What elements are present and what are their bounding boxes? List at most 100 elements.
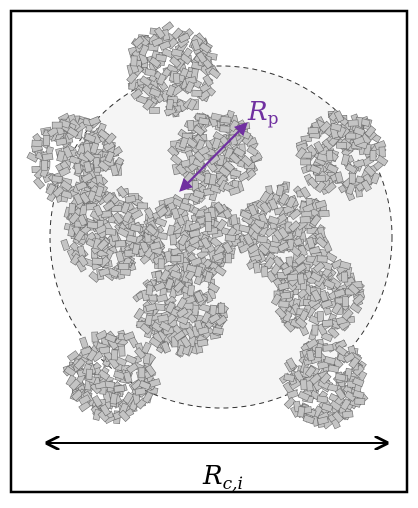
primary-particle	[58, 166, 71, 178]
primary-particle	[352, 136, 366, 146]
primary-particle	[347, 119, 359, 127]
primary-particle	[212, 251, 225, 263]
primary-particle	[200, 236, 212, 250]
primary-particle	[114, 239, 127, 248]
primary-particle	[112, 211, 125, 225]
primary-particle	[141, 341, 152, 355]
primary-particle	[208, 67, 221, 80]
primary-particle	[60, 190, 73, 200]
primary-particle	[142, 391, 154, 404]
primary-particle	[86, 349, 98, 362]
primary-particle	[170, 207, 181, 220]
primary-particle	[348, 356, 361, 369]
primary-particle	[145, 223, 158, 236]
primary-particle	[165, 98, 175, 111]
aggregate-11	[278, 338, 369, 430]
primary-particle	[73, 162, 83, 175]
primary-particle	[177, 32, 191, 44]
primary-particle	[334, 171, 344, 184]
primary-particle	[51, 121, 63, 129]
primary-particle	[155, 53, 167, 63]
primary-particle	[165, 301, 176, 314]
primary-particle	[353, 126, 366, 137]
primary-particle	[202, 74, 214, 87]
primary-particle	[278, 300, 290, 309]
primary-particle	[122, 331, 136, 342]
primary-particle	[354, 397, 366, 405]
primary-particle	[111, 349, 119, 361]
primary-particle	[73, 357, 86, 371]
primary-particle	[309, 164, 322, 175]
primary-particle	[336, 141, 348, 149]
primary-particle	[177, 233, 189, 247]
primary-particle	[302, 414, 315, 425]
primary-particle	[66, 350, 80, 362]
primary-particle	[88, 270, 101, 283]
primary-particle	[342, 410, 354, 419]
primary-particle	[315, 347, 322, 358]
primary-particle	[113, 384, 125, 393]
primary-particle	[309, 214, 322, 227]
primary-particle	[170, 255, 182, 263]
primary-particle	[42, 153, 54, 161]
primary-particle	[94, 185, 105, 198]
primary-particle	[323, 356, 336, 366]
primary-particle	[145, 303, 158, 313]
primary-particle	[31, 139, 43, 148]
primary-particle	[130, 55, 138, 67]
primary-particle	[330, 122, 343, 132]
primary-particle	[118, 263, 130, 270]
primary-particle	[249, 222, 263, 235]
primary-particle	[296, 273, 305, 285]
primary-particle	[26, 151, 39, 163]
primary-particle	[160, 341, 172, 354]
primary-particle	[238, 224, 251, 234]
primary-particle	[327, 326, 340, 339]
primary-particle	[173, 72, 181, 84]
primary-particle	[118, 409, 131, 423]
primary-particle	[159, 321, 172, 332]
primary-particle	[43, 135, 50, 146]
primary-particle	[326, 150, 334, 162]
primary-particle	[99, 403, 111, 417]
aggregate-10	[62, 329, 161, 425]
primary-particle	[89, 142, 100, 155]
primary-particle	[277, 226, 290, 240]
primary-particle	[102, 140, 116, 152]
primary-particle	[102, 191, 115, 204]
primary-particle	[80, 346, 93, 356]
primary-particle	[219, 125, 231, 133]
primary-particle	[134, 387, 147, 396]
primary-particle	[133, 307, 145, 321]
primary-particle	[307, 126, 319, 135]
primary-particle	[215, 218, 228, 232]
primary-particle	[171, 48, 183, 58]
primary-particle	[144, 364, 157, 377]
primary-particle	[167, 145, 180, 158]
primary-particle	[256, 235, 268, 244]
primary-particle	[68, 378, 82, 391]
primary-particle	[60, 238, 71, 251]
primary-particle	[129, 223, 142, 233]
primary-particle	[246, 145, 259, 157]
primary-particle	[138, 367, 146, 379]
primary-particle	[171, 27, 184, 40]
primary-particle	[194, 265, 203, 278]
primary-particle	[91, 257, 103, 265]
primary-particle	[333, 110, 345, 123]
particle-radius-label: Rp	[247, 97, 279, 129]
primary-particle	[306, 236, 316, 249]
primary-particle	[191, 304, 200, 316]
primary-particle	[71, 389, 84, 402]
primary-particle	[277, 241, 290, 253]
primary-particle	[92, 204, 104, 217]
primary-particle	[173, 330, 186, 342]
primary-particle	[79, 191, 91, 205]
primary-particle	[286, 273, 299, 282]
primary-particle	[257, 243, 270, 256]
primary-particle	[169, 56, 182, 68]
primary-particle	[364, 125, 377, 138]
primary-particle	[220, 115, 232, 124]
frame-border	[9, 9, 409, 494]
primary-particle	[120, 201, 131, 214]
